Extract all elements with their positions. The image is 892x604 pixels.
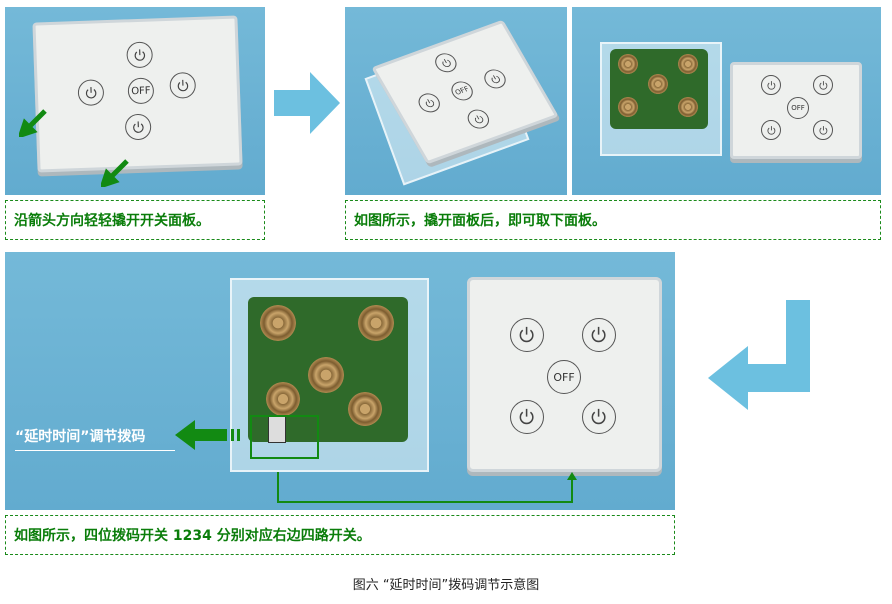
right-arrow-icon — [274, 72, 340, 134]
power-button-icon — [582, 318, 616, 352]
left-arrow-icon — [175, 420, 240, 450]
power-button-icon — [126, 41, 154, 69]
switch-panel: OFF — [467, 277, 662, 472]
figure-caption: 图六 “延时时间”拨码调节示意图 — [352, 578, 540, 593]
power-button-icon — [813, 75, 833, 95]
off-button: OFF — [787, 97, 809, 119]
step3-caption: 如图所示，四位拨码开关 1234 分别对应右边四路开关。 — [5, 515, 675, 555]
dip-switch-highlight — [250, 415, 319, 459]
power-button-icon — [463, 106, 493, 132]
power-button-icon — [582, 400, 616, 434]
power-button-icon — [431, 50, 461, 75]
power-button-icon — [480, 66, 510, 92]
off-button: OFF — [547, 360, 581, 394]
dip-label: “延时时间”调节拨码 — [15, 426, 175, 451]
power-button-icon — [510, 318, 544, 352]
switch-panel: OFF — [32, 15, 243, 173]
power-button-icon — [761, 75, 781, 95]
circuit-board — [248, 297, 408, 443]
power-button-icon — [761, 120, 781, 140]
circuit-board — [610, 49, 708, 129]
green-arrow-icon — [101, 159, 129, 187]
photo-panel-open: OFF — [345, 7, 567, 195]
power-button-icon — [510, 400, 544, 434]
step1-caption: 沿箭头方向轻轻撬开开关面板。 — [5, 200, 265, 240]
green-arrow-icon — [19, 109, 47, 137]
step2-caption: 如图所示，撬开面板后，即可取下面板。 — [345, 200, 881, 240]
off-button: OFF — [447, 78, 477, 104]
photo-panel-removed: OFF — [572, 7, 881, 195]
switch-panel: OFF — [730, 62, 862, 159]
power-button-icon — [414, 90, 444, 116]
photo-dip-switch: OFF “延时时间”调节拨码 — [5, 252, 675, 510]
connector-arrow — [277, 472, 577, 503]
power-button-icon — [813, 120, 833, 140]
power-button-icon — [77, 79, 105, 107]
off-button: OFF — [127, 77, 155, 105]
photo-pry-panel: OFF — [5, 7, 265, 195]
power-button-icon — [124, 113, 152, 141]
power-button-icon — [169, 71, 197, 99]
return-arrow-icon — [708, 300, 810, 410]
